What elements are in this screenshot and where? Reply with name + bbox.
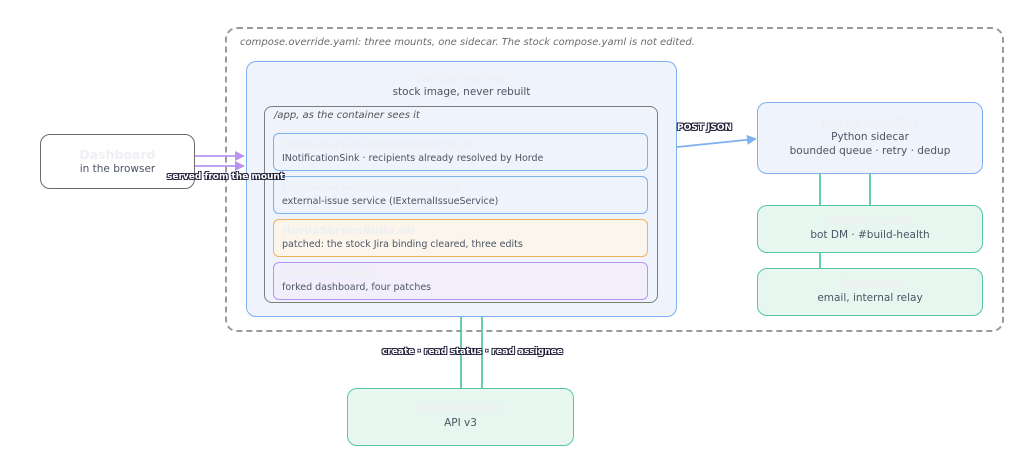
mattermost-subtitle: bot DM · #build-health	[810, 229, 930, 241]
module-dashboard-app-title: DashboardApp/	[282, 267, 378, 280]
horde-server-subtitle: stock image, never rebuilt	[392, 86, 531, 98]
module-webhook-notify: HordeServer.WebhookNotify.dll INotificat…	[273, 133, 648, 171]
dashboard-node: Dashboard in the browser	[40, 134, 195, 189]
edge-label-post: POST JSON	[677, 123, 733, 133]
module-build-title: HordeServer.Build.dll	[282, 224, 415, 237]
module-dashboard-app-subtitle: forked dashboard, four patches	[282, 282, 432, 293]
module-openproject-title: HordeServer.OpenProject.dll	[282, 181, 460, 194]
openproject-node: OpenProject API v3	[347, 388, 574, 446]
module-openproject-subtitle: external-issue service (IExternalIssueSe…	[282, 196, 499, 207]
openproject-subtitle: API v3	[444, 417, 477, 429]
module-webhook-notify-title: HordeServer.WebhookNotify.dll	[282, 138, 477, 151]
app-folder-frame	[264, 106, 658, 303]
module-openproject: HordeServer.OpenProject.dll external-iss…	[273, 176, 648, 214]
app-folder-label: /app, as the container sees it	[274, 110, 420, 121]
module-build-subtitle: patched: the stock Jira binding cleared,…	[282, 239, 523, 250]
edge-label-openproject-ops: create · read status · read assignee	[382, 347, 563, 357]
stalwart-node: Stalwart email, internal relay	[757, 268, 983, 316]
horde-notifier-title: horde-notifier	[821, 115, 919, 130]
horde-server-title: horde-server	[415, 70, 508, 85]
mattermost-title: Mattermost	[828, 213, 912, 228]
module-dashboard-app: DashboardApp/ forked dashboard, four pat…	[273, 262, 648, 300]
compose-override-region	[225, 27, 1004, 332]
dashboard-title: Dashboard	[79, 147, 156, 162]
dashboard-subtitle: in the browser	[79, 163, 156, 175]
horde-notifier-subtitle-1: Python sidecar	[831, 131, 909, 143]
horde-notifier-subtitle-2: bounded queue · retry · dedup	[789, 145, 951, 157]
stalwart-title: Stalwart	[840, 276, 900, 291]
stalwart-subtitle: email, internal relay	[817, 292, 923, 304]
mattermost-node: Mattermost bot DM · #build-health	[757, 205, 983, 253]
horde-notifier-node: horde-notifier Python sidecar bounded qu…	[757, 102, 983, 174]
module-build: HordeServer.Build.dll patched: the stock…	[273, 219, 648, 257]
compose-override-note: compose.override.yaml: three mounts, one…	[240, 37, 695, 48]
module-webhook-notify-subtitle: INotificationSink · recipients already r…	[282, 153, 544, 164]
openproject-title: OpenProject	[416, 401, 504, 416]
edge-label-served: served from the mount	[167, 172, 285, 182]
